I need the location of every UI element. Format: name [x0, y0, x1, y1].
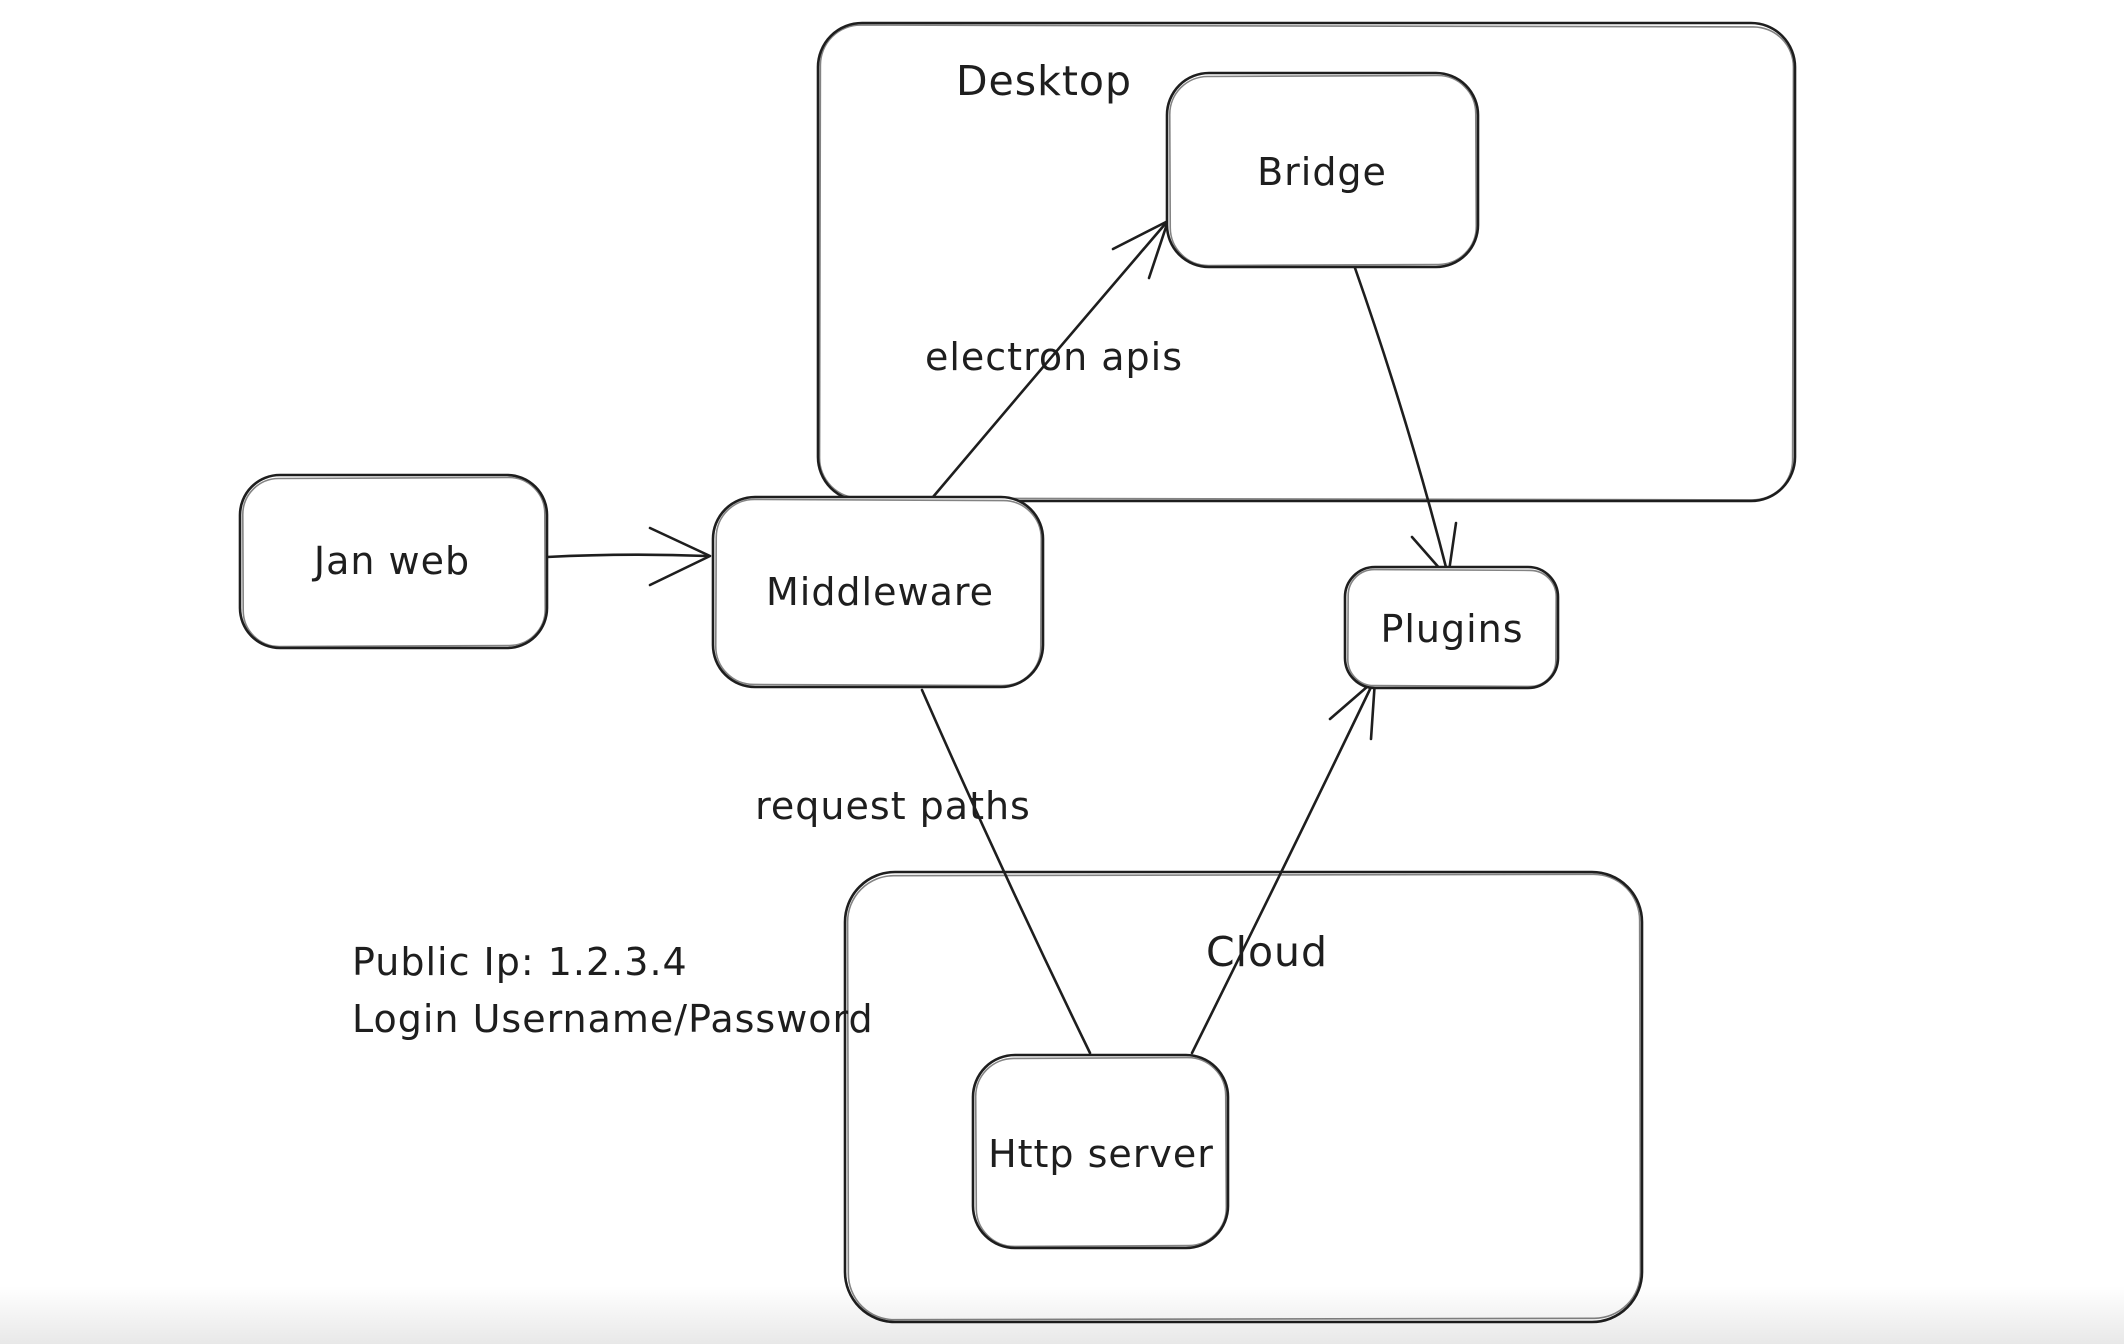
login-credentials-line: Login Username/Password — [352, 997, 874, 1041]
desktop-container-label: Desktop — [955, 57, 1133, 105]
httpserver-to-plugins-arrowhead-icon — [1328, 678, 1377, 741]
node-jan-web[interactable] — [238, 473, 549, 650]
cloud-container-label: Cloud — [1205, 928, 1329, 976]
middleware-label: Middleware — [765, 570, 995, 614]
middleware-to-bridge-line[interactable] — [931, 221, 1168, 499]
node-http-server[interactable] — [971, 1053, 1230, 1250]
node-bridge[interactable] — [1165, 71, 1480, 269]
node-middleware[interactable] — [711, 495, 1045, 689]
bridge-to-plugins-line[interactable] — [1353, 266, 1450, 577]
electron-apis-edge-label: electron apis — [924, 335, 1184, 379]
http-server-box-outline[interactable] — [971, 1053, 1230, 1250]
http-server-box-sketch-stroke — [974, 1056, 1228, 1248]
janweb-to-middleware-line[interactable] — [545, 553, 709, 559]
jan-web-box-sketch-stroke — [241, 476, 547, 648]
middleware-box-sketch-stroke — [714, 498, 1043, 687]
middleware-to-httpserver-line[interactable] — [920, 688, 1092, 1055]
bridge-box-outline[interactable] — [1165, 71, 1480, 269]
request-paths-edge-label: request paths — [755, 784, 1031, 828]
middleware-box-outline[interactable] — [711, 495, 1045, 689]
plugins-label: Plugins — [1380, 607, 1524, 651]
edge-middleware-to-httpserver[interactable] — [920, 688, 1092, 1055]
janweb-to-middleware-arrowhead-icon — [648, 526, 712, 587]
edge-janweb-to-middleware[interactable] — [545, 526, 712, 587]
plugins-box-sketch-stroke — [1347, 568, 1557, 688]
http-server-label: Http server — [988, 1132, 1214, 1176]
jan-web-label: Jan web — [313, 539, 471, 583]
httpserver-to-plugins-line[interactable] — [1190, 681, 1375, 1055]
bridge-label: Bridge — [1257, 150, 1387, 194]
public-ip-annotation: Public Ip: 1.2.3.4 Login Username/Passwo… — [352, 934, 874, 1048]
node-plugins[interactable] — [1343, 565, 1560, 690]
plugins-box-outline[interactable] — [1343, 565, 1560, 690]
desktop-container-sketch-stroke — [818, 24, 1795, 501]
public-ip-line: Public Ip: 1.2.3.4 — [352, 940, 688, 984]
cloud-container-sketch-stroke — [846, 873, 1642, 1321]
bridge-box-sketch-stroke — [1168, 74, 1478, 267]
jan-web-box-outline[interactable] — [238, 473, 549, 650]
